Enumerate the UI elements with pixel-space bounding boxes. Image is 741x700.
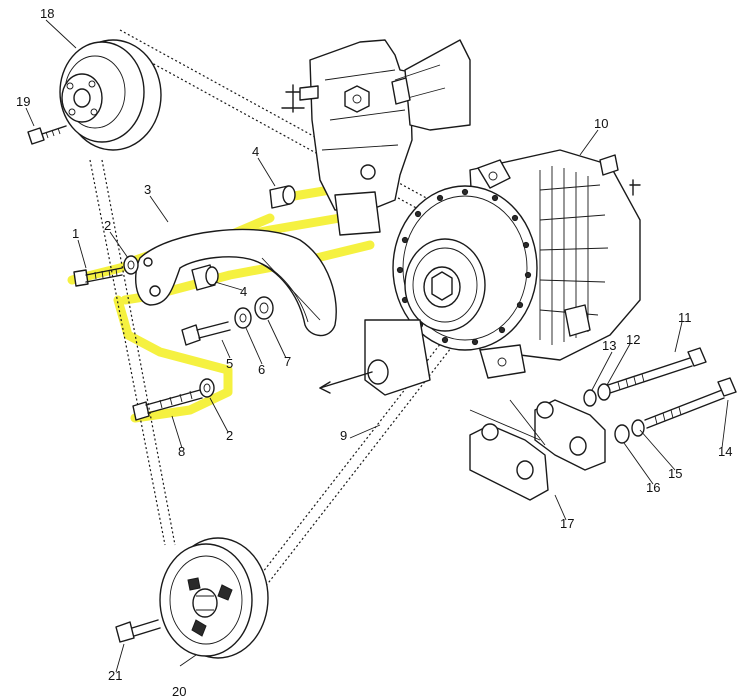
callout-11: 11: [678, 310, 692, 325]
crankshaft-pulley: [159, 537, 269, 659]
spacer-4-lower: [191, 264, 219, 291]
washer-7: [254, 296, 274, 320]
pivot-bracket: [319, 319, 431, 396]
washer-12: [597, 383, 611, 401]
washer-16: [614, 424, 630, 444]
callout-20: 20: [172, 684, 186, 699]
pulley-bolt-21: [115, 619, 161, 643]
callout-2-lower: 2: [226, 428, 233, 443]
washer-15: [631, 419, 645, 437]
belt-top-run-outer: [119, 29, 431, 201]
callout-19: 19: [16, 94, 30, 109]
adjusting-link-3: [134, 228, 337, 337]
leader-lines: [25, 19, 729, 673]
callout-7: 7: [284, 354, 291, 369]
callout-1: 1: [72, 226, 79, 241]
callout-12: 12: [626, 332, 640, 347]
washer-6: [234, 307, 252, 329]
belt-lower-run: [254, 329, 466, 601]
bolt-8: [132, 389, 203, 421]
callout-15: 15: [668, 466, 682, 481]
fan-holes: [396, 188, 532, 346]
callout-18: 18: [40, 6, 54, 21]
callout-9: 9: [340, 428, 347, 443]
washer-2-upper: [123, 255, 139, 275]
spacer-4-upper: [269, 185, 296, 209]
bolt-1: [73, 267, 123, 287]
callout-2-upper: 2: [104, 218, 111, 233]
callout-5: 5: [226, 356, 233, 371]
bolt-14: [644, 377, 737, 429]
mounting-bracket-17: [469, 399, 606, 501]
washer-2-lower: [199, 378, 215, 398]
callout-3: 3: [144, 182, 151, 197]
pulley-bolt-19: [27, 125, 67, 145]
bolt-5: [181, 321, 231, 346]
engine-mounting-boss: [281, 39, 471, 236]
callout-4-lower: 4: [240, 284, 247, 299]
alternator: [392, 149, 641, 379]
callout-6: 6: [258, 362, 265, 377]
washer-13: [583, 389, 597, 407]
callout-14: 14: [718, 444, 732, 459]
water-pump-pulley: [59, 39, 162, 151]
callout-16: 16: [646, 480, 660, 495]
belt-top-run: [109, 39, 421, 211]
callout-4-upper: 4: [252, 144, 259, 159]
callout-8: 8: [178, 444, 185, 459]
callout-labels: 18 19 1 2 3 4 4 5 6 7 8 2 9 10 11 12 13 …: [16, 6, 732, 699]
callout-13: 13: [602, 338, 616, 353]
callout-21: 21: [108, 668, 122, 683]
callout-17: 17: [560, 516, 574, 531]
bolt-11: [607, 347, 707, 394]
callout-10: 10: [594, 116, 608, 131]
